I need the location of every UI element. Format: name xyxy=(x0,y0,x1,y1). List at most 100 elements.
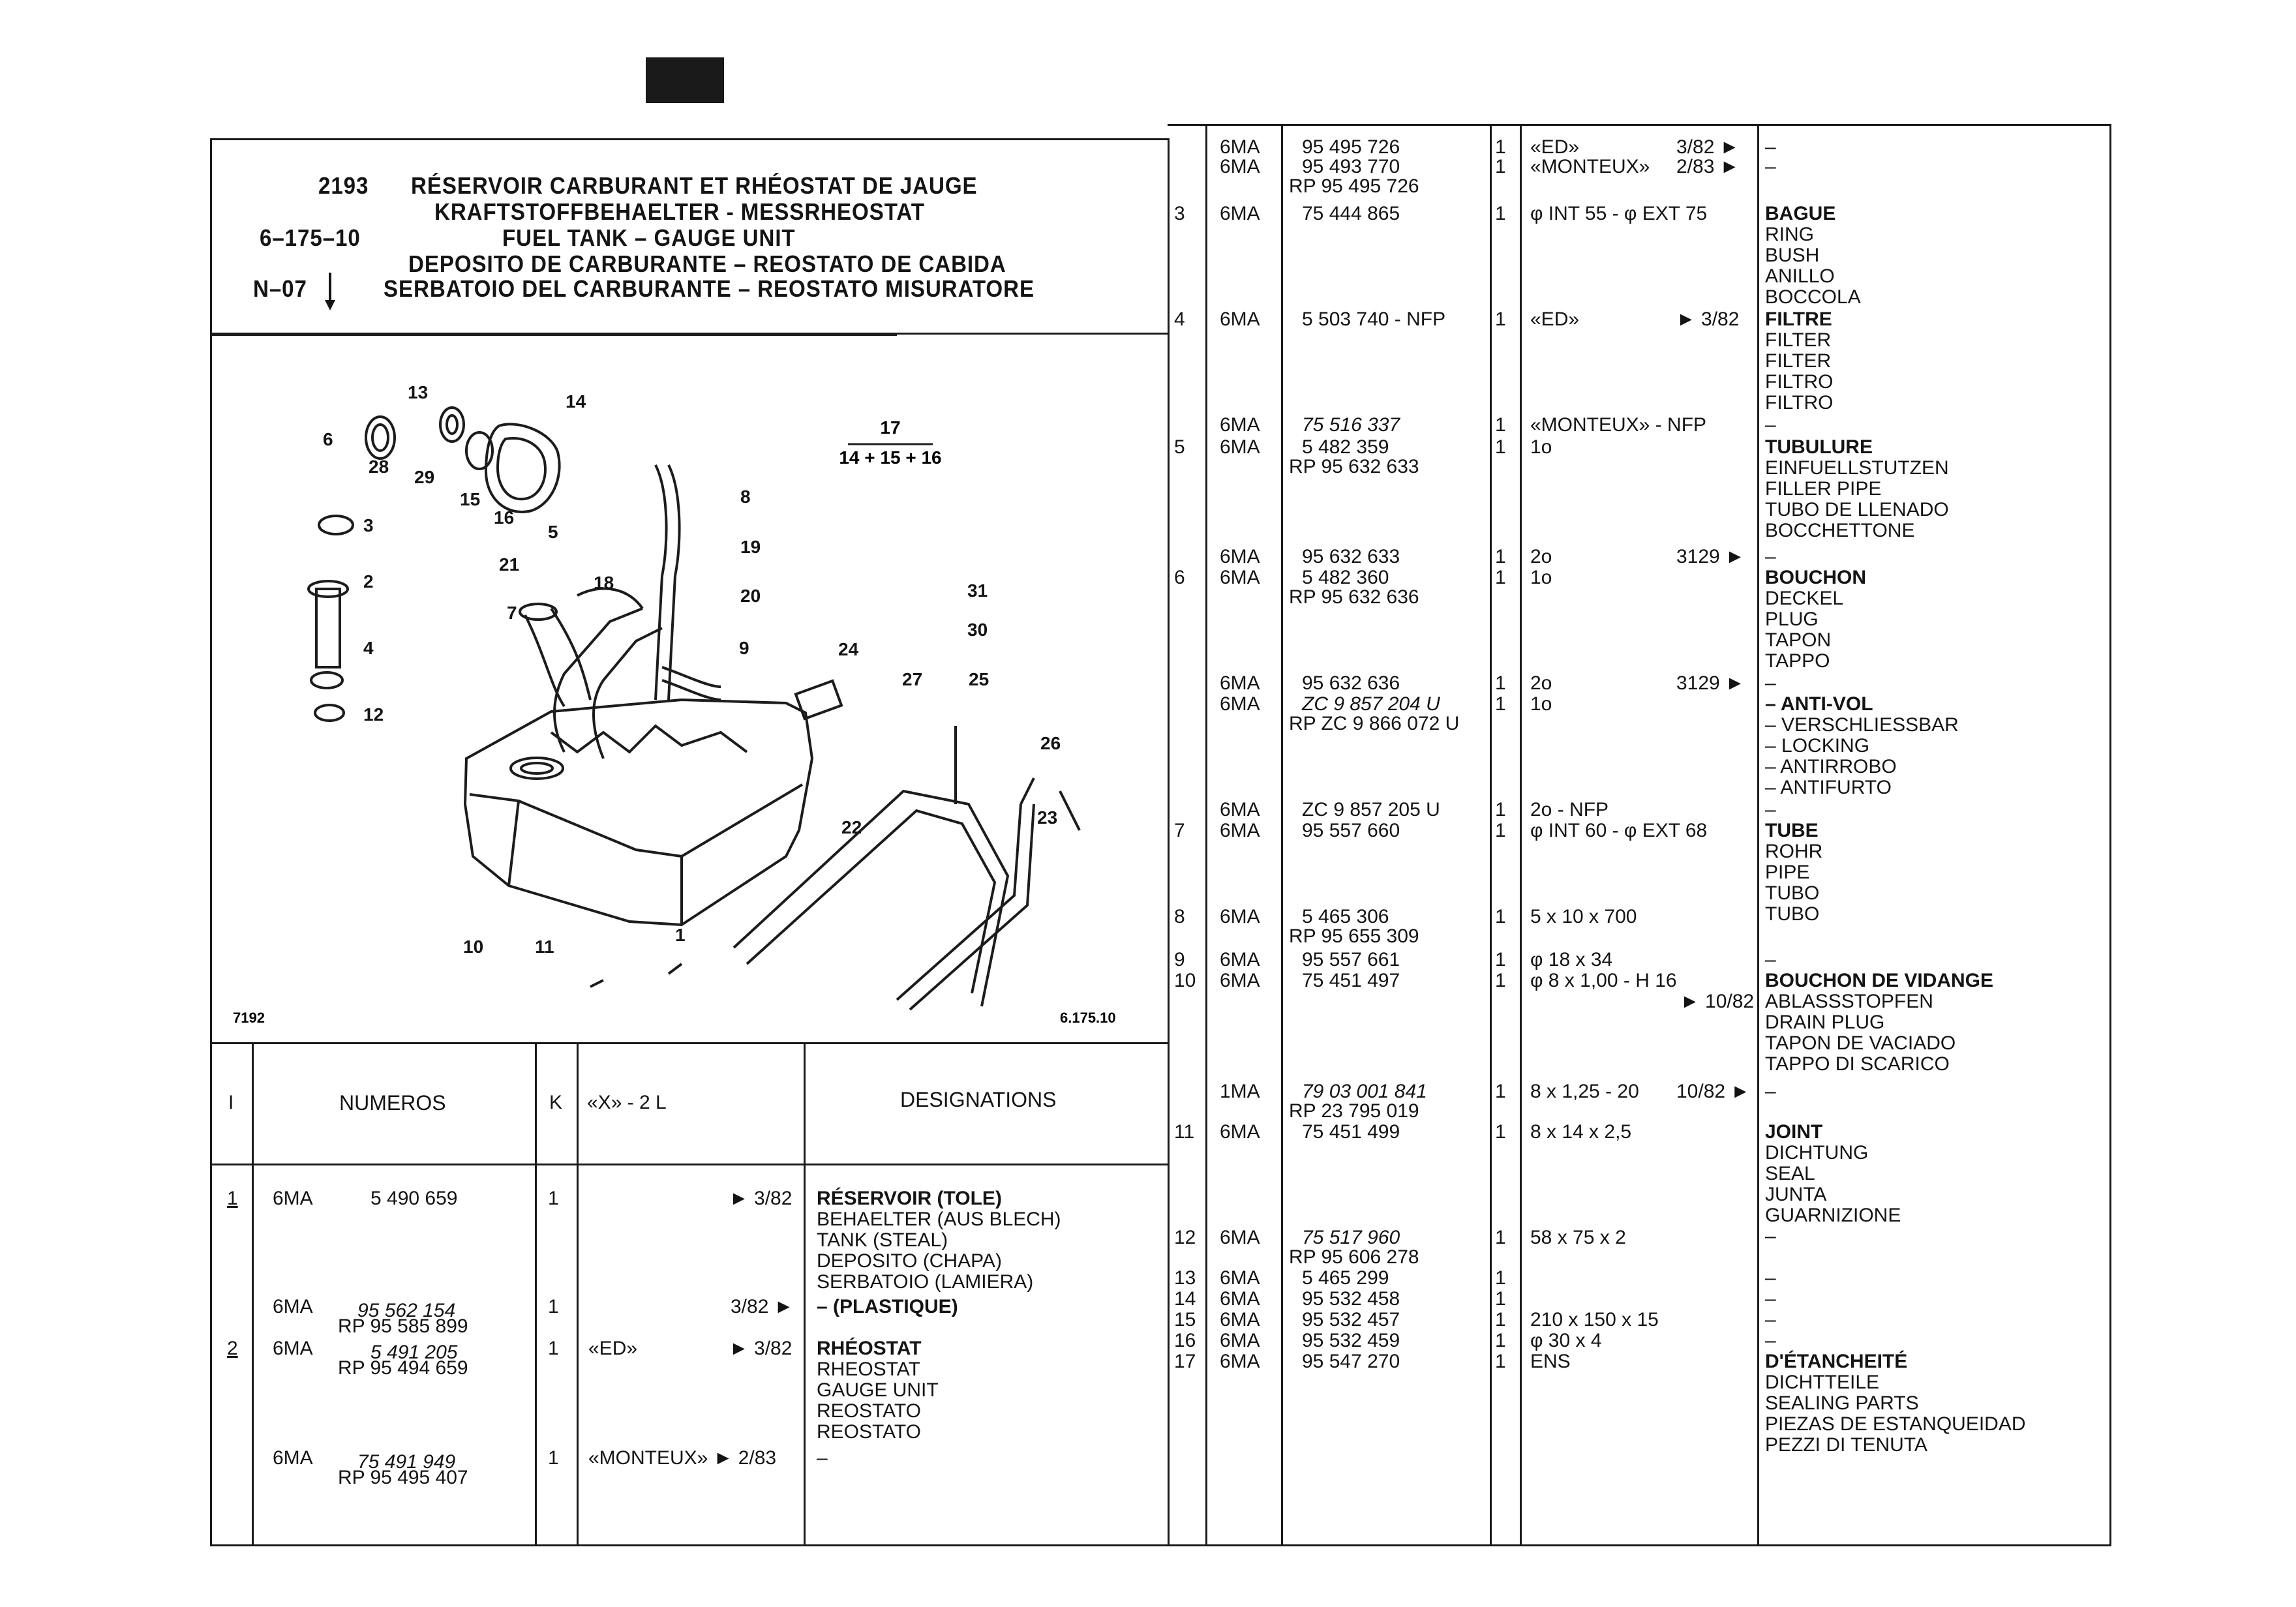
callout-23: 23 xyxy=(1037,807,1057,828)
row-prefix: 6MA xyxy=(1220,308,1260,330)
row-qty: 1 xyxy=(1495,672,1506,694)
row-desig-1: – xyxy=(1765,546,1776,567)
row-desig-5: REOSTATO xyxy=(817,1421,922,1443)
row-condition: φ 18 x 34 xyxy=(1530,949,1613,970)
table-row-index: 10 xyxy=(1174,970,1196,991)
row-prefix: 6MA xyxy=(273,1338,313,1359)
row-condition: «MONTEUX» xyxy=(1530,156,1650,177)
frame-bottom xyxy=(210,1544,2111,1546)
row-part-number: 95 532 459 xyxy=(1302,1330,1400,1351)
row-condition: 58 x 75 x 2 xyxy=(1530,1227,1626,1248)
row-desig-5: – ANTIFURTO xyxy=(1765,777,1892,798)
row-part-number-rp: RP ZC 9 866 072 U xyxy=(1289,713,1460,734)
title-es: DEPOSITO DE CARBURANTE – REOSTATO DE CAB… xyxy=(408,250,1006,277)
row-desig-1: FILTRE xyxy=(1765,308,1832,330)
right-col-line-3 xyxy=(1490,124,1492,1546)
callout-19: 19 xyxy=(740,537,761,557)
row-qty: 1 xyxy=(1495,1121,1506,1143)
callout-18: 18 xyxy=(594,573,614,593)
callout-7: 7 xyxy=(507,603,517,623)
row-part-number-rp: RP 95 495 407 xyxy=(338,1467,468,1488)
row-part-number: 95 562 154 xyxy=(357,1300,456,1321)
row-desig-2: RHEOSTAT xyxy=(817,1359,920,1380)
row-part-number: 5 482 359 xyxy=(1302,436,1389,458)
row-prefix: 6MA xyxy=(1220,1330,1260,1351)
callout-11: 11 xyxy=(535,937,554,957)
row-condition: 8 x 14 x 2,5 xyxy=(1530,1121,1632,1143)
left-col-line-3 xyxy=(577,1042,579,1544)
row-qty: 1 xyxy=(1495,1330,1506,1351)
row-condition: «ED» xyxy=(1530,136,1580,158)
row-part-number: 95 532 458 xyxy=(1302,1288,1400,1310)
table-row-index: 7 xyxy=(1174,820,1185,841)
callout-10: 10 xyxy=(463,937,483,957)
row-desig-5: TAPPO xyxy=(1765,650,1830,672)
row-condition: «MONTEUX» - NFP xyxy=(1530,414,1707,436)
row-prefix: 6MA xyxy=(1220,1309,1260,1330)
row-desig-3: DRAIN PLUG xyxy=(1765,1012,1885,1033)
table-row-index: 4 xyxy=(1174,308,1185,330)
row-condition: 2o - NFP xyxy=(1530,799,1609,820)
row-part-number: 95 557 660 xyxy=(1302,820,1400,841)
row-desig-1: – xyxy=(1765,1330,1776,1351)
row-part-number: 5 465 299 xyxy=(1302,1267,1389,1289)
row-desig-1: BOUCHON xyxy=(1765,567,1866,588)
frame-right xyxy=(2109,124,2111,1546)
row-desig-5: SERBATOIO (LAMIERA) xyxy=(817,1271,1034,1293)
row-condition: ENS xyxy=(1530,1351,1571,1372)
callout-29: 29 xyxy=(414,467,434,487)
title-en: FUEL TANK – GAUGE UNIT xyxy=(502,224,796,251)
row-desig-4: DEPOSITO (CHAPA) xyxy=(817,1250,1002,1272)
row-condition: 1o xyxy=(1530,567,1552,588)
row-qty: 1 xyxy=(548,1447,559,1469)
callout-24: 24 xyxy=(838,639,859,659)
row-prefix: 6MA xyxy=(1220,414,1260,436)
table-row-index: 15 xyxy=(1174,1309,1196,1330)
row-desig-3: BUSH xyxy=(1765,245,1820,266)
table-row-index: 8 xyxy=(1174,906,1185,927)
row-prefix: 6MA xyxy=(1220,820,1260,841)
row-qty: 1 xyxy=(1495,949,1506,970)
row-prefix: 6MA xyxy=(1220,693,1260,715)
row-desig-1: – xyxy=(1765,799,1776,820)
callout-30: 30 xyxy=(967,620,988,640)
row-part-number: 79 03 001 841 xyxy=(1302,1081,1427,1102)
row-qty: 1 xyxy=(1495,799,1506,820)
row-desig-3: FILTER xyxy=(1765,350,1832,372)
row-qty: 1 xyxy=(1495,414,1506,436)
row-desig-2: ROHR xyxy=(1765,841,1823,862)
row-desig-1: BOUCHON DE VIDANGE xyxy=(1765,970,1994,991)
row-desig-4: JUNTA xyxy=(1765,1184,1827,1205)
row-prefix: 1MA xyxy=(1220,1081,1260,1102)
row-date: 3129 ► xyxy=(1676,672,1745,694)
row-date: 10/82 ► xyxy=(1676,1081,1751,1102)
row-part-number: 95 532 457 xyxy=(1302,1309,1400,1330)
row-condition: 2o xyxy=(1530,672,1552,694)
row-date: 3/82 ► xyxy=(1676,136,1740,158)
ref-code-1: 6–175–10 xyxy=(260,224,361,251)
row-qty: 1 xyxy=(548,1188,559,1209)
row-desig-3: PIPE xyxy=(1765,862,1810,883)
row-part-number: 75 444 865 xyxy=(1302,203,1400,224)
header-designations: DESIGNATIONS xyxy=(900,1088,1057,1111)
row-desig-1: JOINT xyxy=(1765,1121,1823,1143)
row-prefix: 6MA xyxy=(273,1188,313,1209)
table-row-index: 17 xyxy=(1174,1351,1196,1372)
right-col-line-5 xyxy=(1757,124,1759,1546)
row-part-number: ZC 9 857 205 U xyxy=(1302,799,1440,820)
table-row-index: 13 xyxy=(1174,1267,1196,1289)
row-prefix: 6MA xyxy=(1220,1227,1260,1248)
row-qty: 1 xyxy=(1495,1227,1506,1248)
row-condition: φ 8 x 1,00 - H 16 xyxy=(1530,970,1677,991)
frame-left xyxy=(210,138,212,1546)
row-condition: 1o xyxy=(1530,693,1552,715)
row-desig-2: DICHTTEILE xyxy=(1765,1372,1880,1393)
right-col-line-1 xyxy=(1205,124,1207,1546)
header-model: «X» - 2 L xyxy=(587,1092,667,1113)
row-part-number: 75 451 497 xyxy=(1302,970,1400,991)
row-qty: 1 xyxy=(1495,693,1506,715)
row-prefix: 6MA xyxy=(1220,970,1260,991)
callout-26: 26 xyxy=(1040,733,1061,753)
row-condition: φ 30 x 4 xyxy=(1530,1330,1602,1351)
fuel-tank-shape xyxy=(463,698,814,927)
